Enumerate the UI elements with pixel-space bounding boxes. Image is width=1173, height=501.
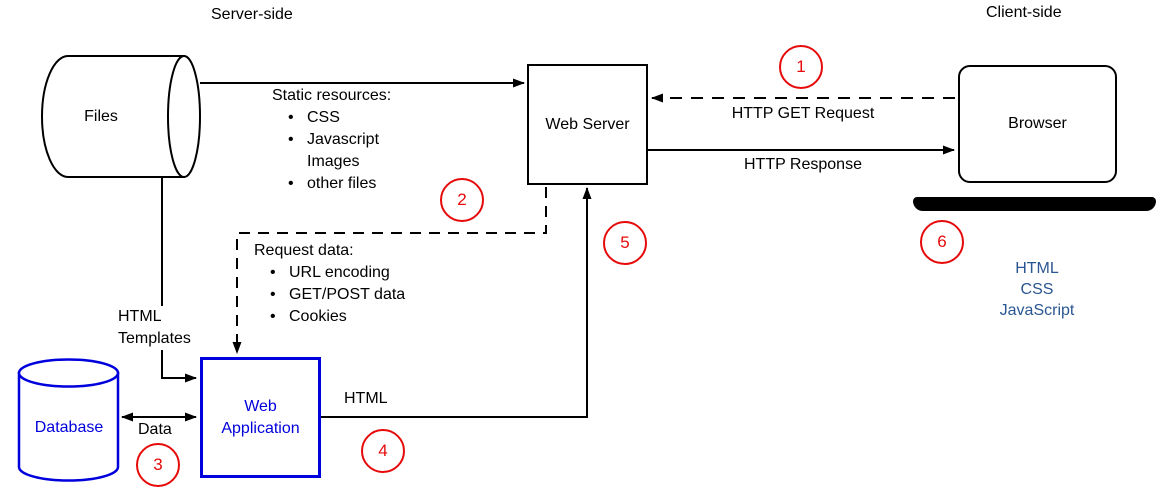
request-data-list: Request data: • URL encoding • GET/POST … xyxy=(254,240,405,328)
client-output-line: JavaScript xyxy=(999,302,1075,319)
http-response-label: HTTP Response xyxy=(744,156,862,173)
data-edge-label: Data xyxy=(135,420,175,439)
client-side-label: Client-side xyxy=(986,4,1062,21)
client-output-line: CSS xyxy=(1020,281,1054,298)
browser-label: Browser xyxy=(1008,115,1067,132)
list-item: • Javascript xyxy=(272,129,391,151)
html-templates-label: HTML Templates xyxy=(115,306,194,350)
list-item-label: CSS xyxy=(307,109,340,126)
browser-node: Browser xyxy=(958,65,1117,183)
step-badge-1: 1 xyxy=(779,45,823,89)
database-cylinder-body xyxy=(17,371,120,482)
client-output-line: HTML xyxy=(1015,260,1059,277)
list-item: • URL encoding xyxy=(254,262,405,284)
step-badge-3: 3 xyxy=(136,443,180,487)
list-item-label: Images xyxy=(307,153,360,170)
bullet-icon: • xyxy=(288,109,294,126)
list-item-label: Cookies xyxy=(289,308,347,325)
html-edge-label: HTML xyxy=(341,389,391,408)
web-server-label: Web Server xyxy=(545,115,630,133)
server-side-label: Server-side xyxy=(211,6,293,23)
bullet-icon: • xyxy=(288,175,294,192)
client-output-text: HTML CSS JavaScript xyxy=(957,258,1117,321)
web-server-node: Web Server xyxy=(527,64,648,185)
static-resources-title: Static resources: xyxy=(272,87,392,104)
files-cylinder-cap xyxy=(167,55,201,178)
list-item-label: URL encoding xyxy=(289,264,390,281)
list-item: • other files xyxy=(272,173,391,195)
html-to-server-arrow xyxy=(321,187,592,418)
database-node-label: Database xyxy=(34,419,104,436)
bullet-icon: • xyxy=(270,308,276,325)
bullet-icon: • xyxy=(270,264,276,281)
list-item-label: other files xyxy=(307,175,377,192)
list-item-label: GET/POST data xyxy=(289,286,406,303)
http-get-request-label: HTTP GET Request xyxy=(731,105,875,122)
step-badge-4: 4 xyxy=(361,429,405,473)
web-application-label-line2: Application xyxy=(221,419,300,437)
html-templates-label-line2: Templates xyxy=(118,330,191,347)
html-templates-label-line1: HTML xyxy=(118,308,162,325)
web-application-node: Web Application xyxy=(200,357,321,478)
files-node-label: Files xyxy=(84,107,118,125)
bullet-icon: • xyxy=(288,131,294,148)
database-cylinder-top xyxy=(17,358,120,388)
request-data-arrow xyxy=(232,187,547,354)
list-item-label: Javascript xyxy=(307,131,380,148)
list-item: • Cookies xyxy=(254,306,405,328)
step-badge-5: 5 xyxy=(603,221,647,265)
list-item: Images xyxy=(272,151,391,173)
static-resources-list: Static resources: • CSS • Javascript Ima… xyxy=(272,85,391,195)
list-item: • GET/POST data xyxy=(254,284,405,306)
web-application-label-line1: Web xyxy=(244,397,277,415)
request-data-title: Request data: xyxy=(254,242,354,259)
list-item: • CSS xyxy=(272,107,391,129)
step-badge-6: 6 xyxy=(920,220,964,264)
laptop-base-shape xyxy=(913,197,1156,211)
step-badge-2: 2 xyxy=(440,178,484,222)
html-templates-arrow xyxy=(161,177,197,383)
files-cylinder-body xyxy=(41,55,185,178)
bullet-icon: • xyxy=(270,286,276,303)
